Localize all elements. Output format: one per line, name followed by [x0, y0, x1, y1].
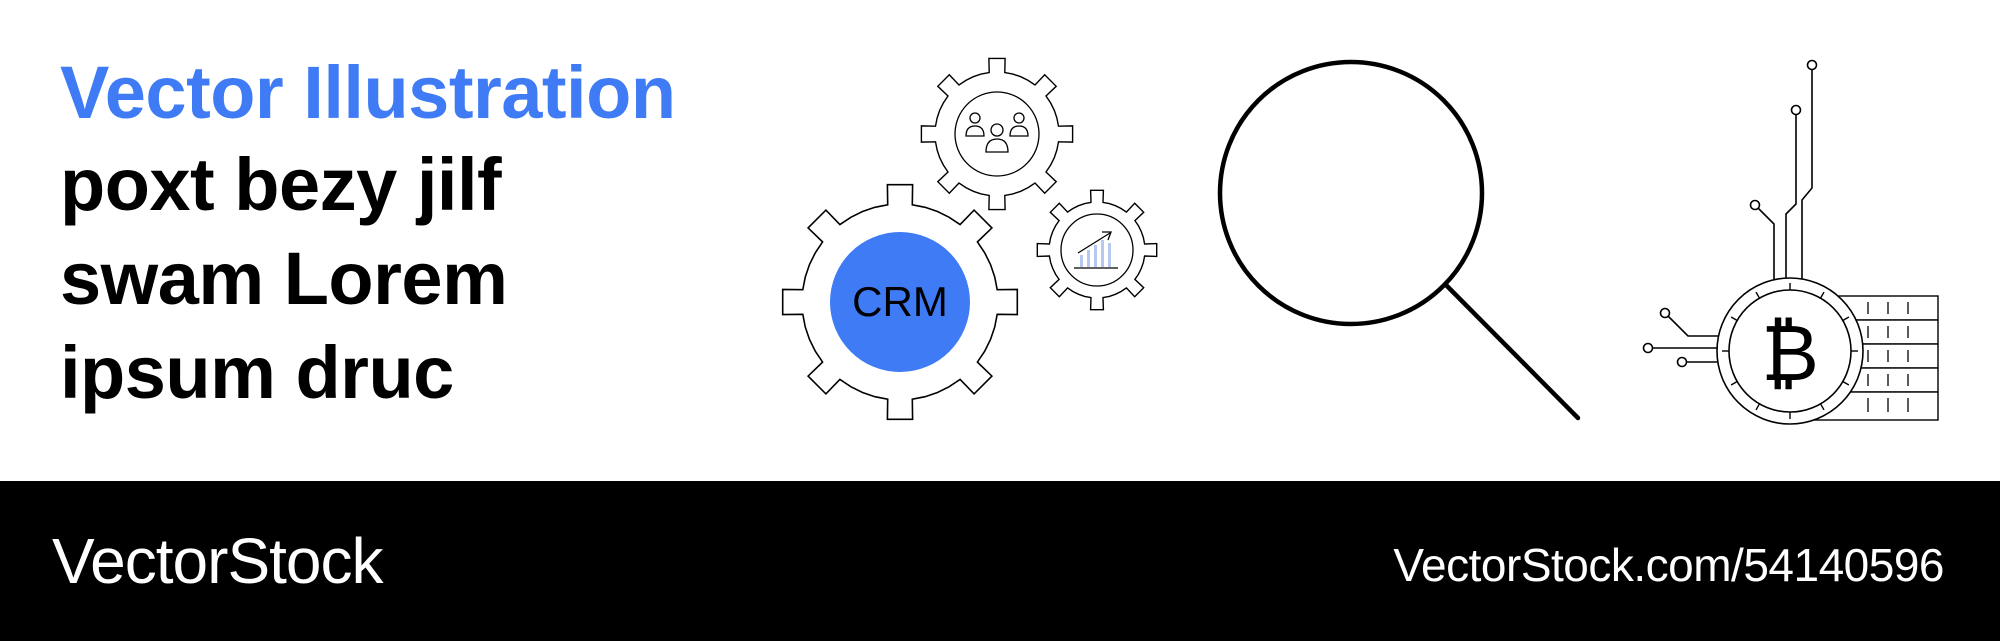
- gear-outline: [920, 57, 1074, 211]
- growth-chart-icon: [1074, 231, 1118, 269]
- coin-edge-tick: [1842, 316, 1850, 322]
- people-gear-icon: [920, 57, 1074, 211]
- coin-edge-tick: [1755, 403, 1761, 411]
- headline: Vector Illustration poxt bezy jilf swam …: [60, 48, 760, 420]
- people-icon: [965, 112, 1029, 153]
- growth-chart-gear-icon: [1036, 189, 1158, 311]
- coin-edge-tick: [1730, 316, 1738, 322]
- bitcoin-coin-icon: ₿: [1716, 277, 1864, 425]
- bitcoin-symbol: ₿: [1761, 309, 1819, 399]
- brand-logo[interactable]: VectorStock: [52, 525, 383, 597]
- headline-line-2: swam Lorem: [60, 237, 508, 320]
- crm-gear-label: CRM: [852, 278, 948, 325]
- crm-gear-icon: CRM: [781, 183, 1019, 421]
- coin-edge-tick: [1755, 291, 1761, 299]
- footer-bar: VectorStock VectorStock.com/54140596: [0, 481, 2000, 641]
- headline-line-3: ipsum druc: [60, 331, 454, 414]
- circuit-lines-icon: [1642, 59, 1818, 368]
- headline-line-1: poxt bezy jilf: [60, 143, 502, 226]
- coin-edge-tick: [1842, 380, 1850, 386]
- coin-edge-tick: [1819, 291, 1825, 299]
- crm-gear-hub: [830, 232, 970, 372]
- coin-edge-tick: [1730, 380, 1738, 386]
- coin-edge-tick: [1819, 403, 1825, 411]
- headline-accent: Vector Illustration: [60, 51, 676, 134]
- magnifying-glass-icon: [1217, 59, 1581, 421]
- illustration: CRM: [781, 57, 1939, 425]
- brand-url[interactable]: VectorStock.com/54140596: [1393, 539, 1944, 591]
